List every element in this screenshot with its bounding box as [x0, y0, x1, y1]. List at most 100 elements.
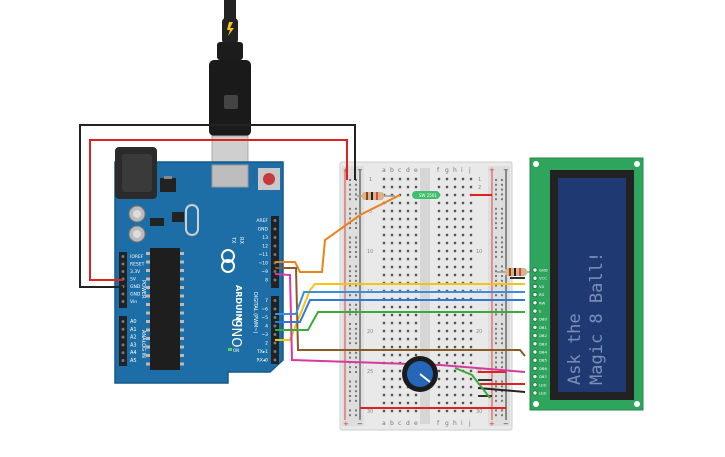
bb-col-g-top: g: [445, 167, 449, 174]
lcd-pin-label: LED: [539, 382, 547, 387]
wire-green[interactable]: [275, 311, 525, 331]
wire-5v-red[interactable]: [89, 139, 348, 281]
rx-label: RX: [238, 237, 244, 244]
lcd-pin-header[interactable]: GNDVCCV0RSRWEDB0DB1DB2DB3DB4DB5DB6DB7LED…: [532, 267, 548, 396]
arduino-logo: [221, 249, 235, 273]
lcd-pin-label: DB1: [539, 325, 548, 330]
breadboard-holes[interactable]: [349, 177, 503, 417]
bb-col-i-top: i: [461, 167, 463, 174]
analog-pin-label: A2: [130, 335, 137, 341]
arduino-uno-board[interactable]: ARDUINO UNO TX RX ON IOREFRESET3.3V5VGND…: [114, 147, 284, 384]
analog-label: ANALOG IN: [140, 330, 146, 358]
digital-header-top[interactable]: [271, 216, 279, 288]
digital-pin-label: GND: [258, 227, 269, 233]
digital-pin-label: RX◂0: [257, 358, 268, 364]
lcd-pin-label: DB0: [539, 317, 548, 322]
digital-pin-label: ~9: [261, 269, 268, 275]
wire-gnd-black[interactable]: [79, 124, 356, 288]
lcd-module[interactable]: Ask the Magic 8 Ball! GNDVCCV0RSRWEDB0DB…: [529, 157, 644, 411]
potentiometer[interactable]: [402, 356, 438, 392]
digital-pin-label: TX▸1: [256, 349, 268, 355]
digital-pin-label: 4: [265, 324, 268, 330]
digital-pin-label: ~3: [261, 332, 268, 338]
bb-row-10: 10: [367, 249, 373, 255]
analog-header[interactable]: [119, 316, 127, 366]
power-label: POWER: [140, 280, 146, 299]
bb-col-e-top: e: [414, 167, 418, 174]
analog-pin-label: A4: [130, 350, 137, 356]
digital-pin-label: 12: [262, 244, 268, 250]
tilt-switch[interactable]: SW 2501: [412, 191, 440, 199]
switch-label: SW 2501: [419, 193, 437, 198]
wire-blue-2[interactable]: [275, 291, 525, 315]
analog-pin-label: A5: [130, 358, 137, 364]
lcd-screen: [558, 178, 626, 392]
digital-pin-label: 8: [265, 278, 268, 284]
lcd-pin-label: DB7: [539, 374, 548, 379]
digital-pin-label: ~10: [259, 261, 269, 267]
bb-col-c-bottom: c: [398, 420, 401, 427]
lcd-pin-label: DB3: [539, 341, 548, 346]
power-pin-label: Vin: [130, 299, 137, 305]
rail-plus-bottom-left: +: [343, 420, 349, 428]
power-pin-label: RESET: [130, 262, 145, 268]
rail-minus-bottom-left: −: [357, 420, 363, 428]
wire-magenta[interactable]: [274, 273, 526, 373]
bb-row-r20: 20: [476, 329, 482, 335]
lcd-pin-label: DB6: [539, 366, 548, 371]
atmega-chip: [150, 248, 180, 370]
power-pin-label: 3.3V: [130, 269, 141, 275]
lcd-line-1: Ask the: [565, 313, 585, 385]
usb-port[interactable]: [211, 164, 249, 188]
wire-brown[interactable]: [275, 267, 526, 357]
bb-col-f-top: f: [437, 167, 440, 174]
bb-col-b-top: b: [390, 167, 394, 174]
bb-col-i-bottom: i: [461, 420, 463, 427]
power-pin-label: GND: [130, 292, 141, 298]
bb-col-h-top: h: [453, 167, 457, 174]
bb-row-r2: 2: [478, 185, 481, 191]
lcd-pin-label: VCC: [539, 276, 547, 281]
wire-green-pot[interactable]: [454, 367, 491, 399]
arduino-logo-text: ARDUINO: [234, 285, 243, 327]
digital-pin-label: 7: [265, 298, 268, 304]
power-pin-label: IOREF: [130, 254, 144, 260]
bb-col-j-bottom: j: [468, 420, 471, 427]
wire-black-lcd[interactable]: [477, 387, 526, 393]
lcd-pin-label: DB4: [539, 350, 548, 355]
bb-row-20: 20: [367, 329, 373, 335]
bb-col-h-bottom: h: [453, 420, 457, 427]
rail-minus-top-left: −: [357, 166, 363, 174]
rail-minus-bottom-right: −: [503, 420, 509, 428]
bb-col-g-bottom: g: [445, 420, 449, 427]
wire-yellow[interactable]: [275, 283, 525, 341]
bb-col-d-top: d: [406, 167, 410, 174]
digital-pin-label: 13: [262, 235, 268, 241]
rail-plus-bottom-right: +: [489, 420, 495, 428]
lcd-pin-label: GND: [539, 268, 548, 273]
lcd-pin-label: DB2: [539, 333, 548, 338]
bb-col-a-bottom: a: [382, 420, 386, 427]
digital-pin-label: AREF: [256, 218, 268, 224]
resistor-backlight[interactable]: [497, 268, 532, 276]
bb-row-30: 30: [367, 409, 373, 415]
crystal: [185, 204, 199, 236]
on-label: ON: [233, 348, 239, 353]
wire-blue[interactable]: [275, 299, 525, 323]
digital-label: DIGITAL (PWM~): [252, 292, 258, 334]
arduino-model: UNO: [228, 318, 243, 347]
lightning-icon: [227, 22, 234, 36]
resistor-button[interactable]: [357, 192, 395, 200]
bb-row-5: 5: [369, 209, 372, 215]
wire-orange[interactable]: [275, 194, 401, 273]
lcd-pin-label: RW: [539, 300, 545, 305]
usb-cable[interactable]: [209, 0, 251, 181]
bb-row-1: 1: [369, 177, 372, 183]
bb-col-f-bottom: f: [437, 420, 440, 427]
bb-col-d-bottom: d: [406, 420, 410, 427]
wires[interactable]: [79, 124, 526, 399]
bb-col-c-top: c: [398, 167, 401, 174]
tx-label: TX: [230, 236, 236, 244]
